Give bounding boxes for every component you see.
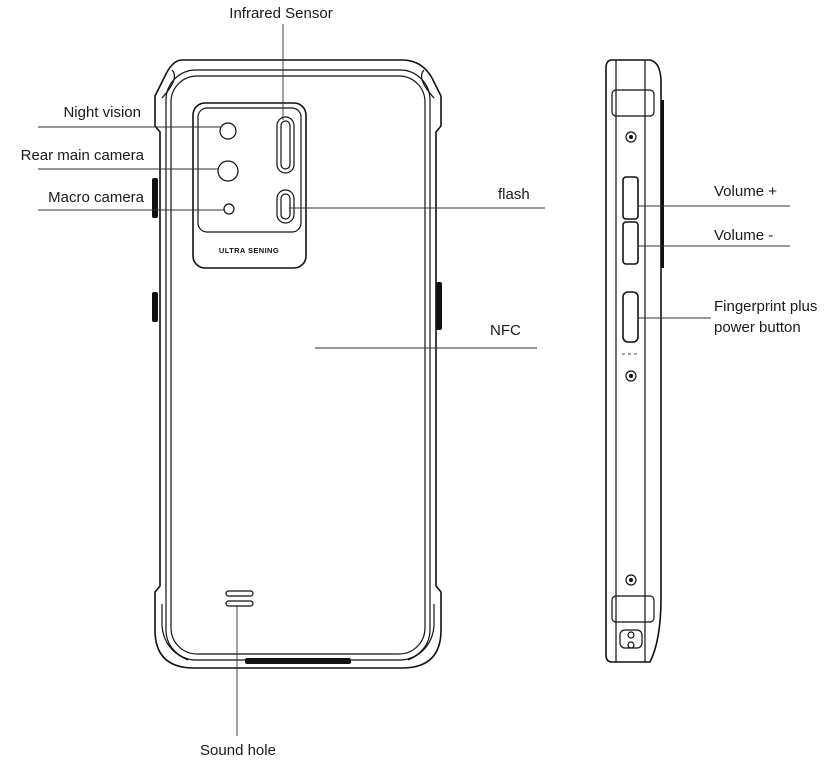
label-fingerprint-line2: power button — [714, 319, 801, 336]
side-screw-bottom-center — [629, 578, 633, 582]
label-sound-hole: Sound hole — [200, 742, 276, 759]
night-vision-lens — [219, 122, 237, 140]
labels: Infrared Sensor Night vision Rear main c… — [21, 5, 818, 759]
label-fingerprint-line1: Fingerprint plus — [714, 298, 817, 315]
camera-module — [192, 102, 307, 269]
phone-side-view — [605, 59, 664, 663]
flash-lamp-inner — [280, 193, 291, 220]
leader-lines — [38, 24, 790, 736]
right-side-button — [436, 282, 442, 330]
volume-up-button — [622, 176, 639, 220]
usb-port-hole-1 — [627, 631, 635, 639]
camera-brand-text: ULTRA SENING — [219, 246, 279, 255]
side-top-bumper — [611, 89, 655, 117]
bottom-edge-strip — [245, 658, 351, 664]
fingerprint-power-button — [622, 291, 639, 343]
label-rear-main-camera: Rear main camera — [21, 147, 145, 164]
label-nfc: NFC — [490, 322, 521, 339]
infrared-sensor-inner — [280, 120, 291, 170]
label-macro-camera: Macro camera — [48, 189, 145, 206]
side-screw-middle — [625, 370, 637, 382]
sound-hole-slot-bottom — [225, 600, 254, 607]
side-screw-top-center — [629, 135, 633, 139]
left-side-button-lower — [152, 292, 158, 322]
label-infrared-sensor: Infrared Sensor — [229, 5, 332, 22]
label-volume-down: Volume - — [714, 227, 773, 244]
label-flash: flash — [498, 186, 530, 203]
side-screw-top — [625, 131, 637, 143]
macro-camera-lens — [223, 203, 235, 215]
side-bottom-bumper — [611, 595, 655, 623]
sound-hole-slot-top — [225, 590, 254, 597]
phone-back-panel-inner — [170, 75, 426, 655]
rear-main-camera-lens — [217, 160, 239, 182]
label-volume-up: Volume + — [714, 183, 777, 200]
infrared-sensor — [276, 116, 295, 174]
side-screw-bottom — [625, 574, 637, 586]
camera-module-window — [197, 107, 302, 233]
volume-down-button — [622, 221, 639, 265]
label-night-vision: Night vision — [63, 104, 141, 121]
left-side-button-upper — [152, 178, 158, 218]
phone-back-view: ULTRA SENING — [152, 59, 442, 669]
side-frame-outer — [605, 59, 662, 663]
flash-lamp — [276, 189, 295, 224]
side-screw-middle-center — [629, 374, 633, 378]
usb-port-hole-2 — [627, 641, 635, 649]
